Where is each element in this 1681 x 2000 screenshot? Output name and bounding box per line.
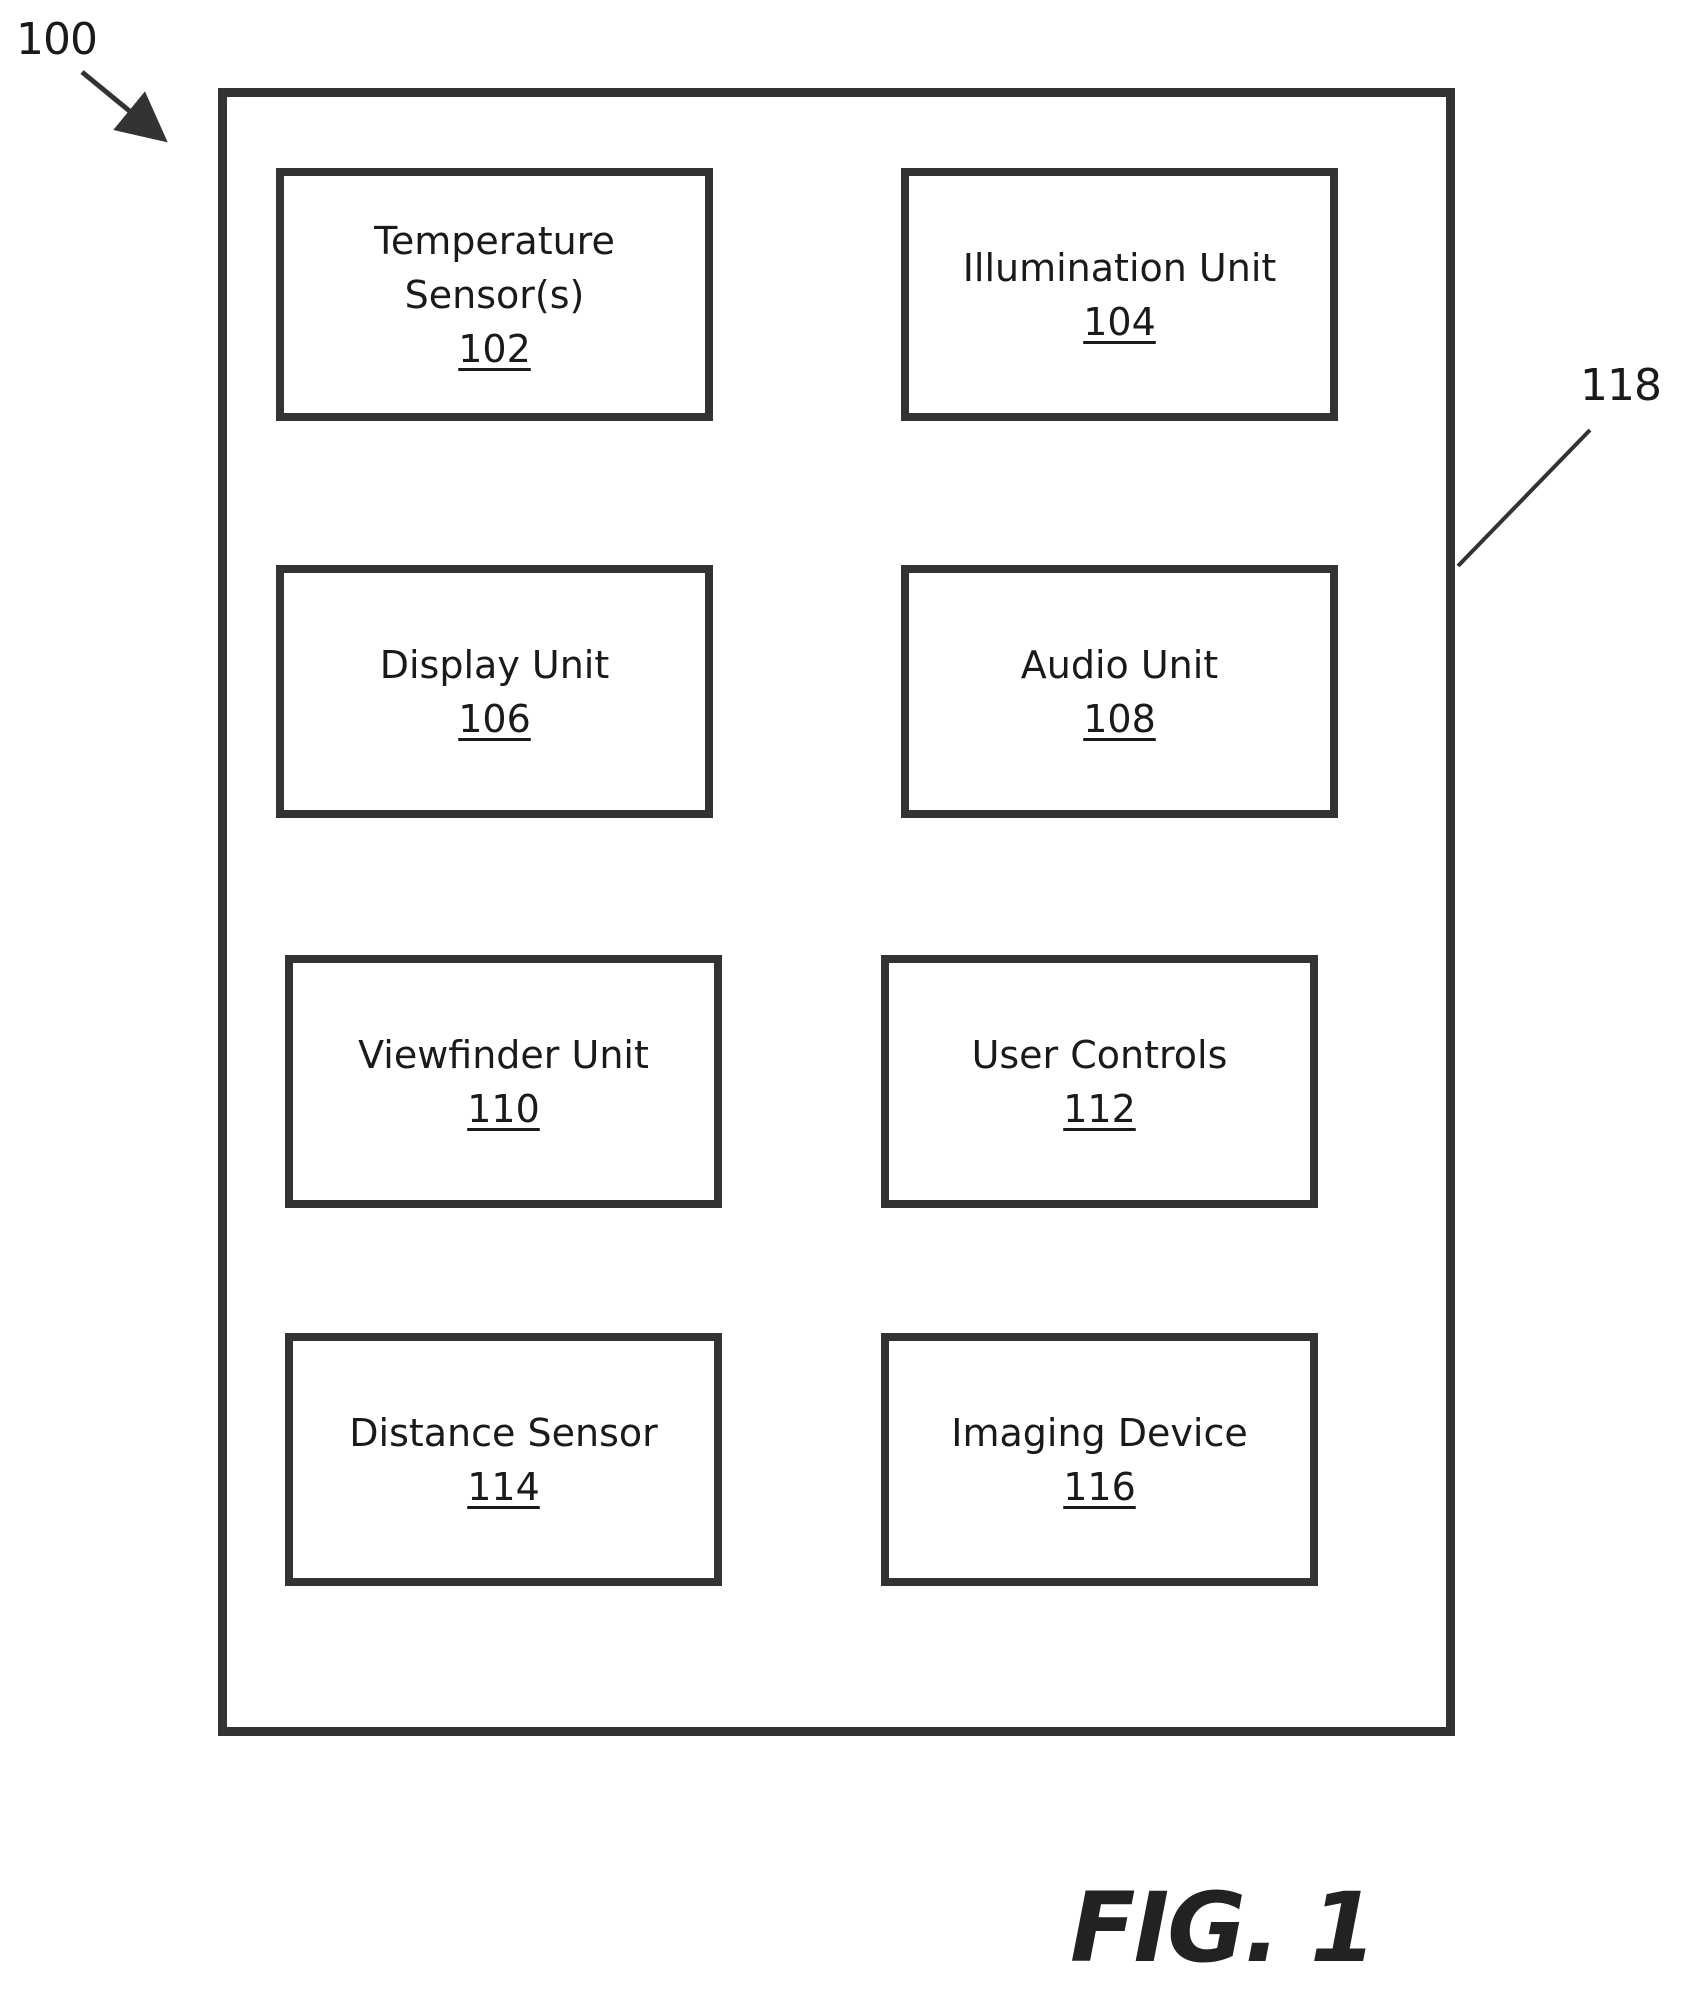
- block-number: 114: [467, 1460, 540, 1514]
- block-label: Imaging Device: [951, 1406, 1247, 1460]
- housing-leader-line: [1458, 430, 1590, 566]
- imaging-device-block: Imaging Device 116: [881, 1333, 1318, 1586]
- block-label: Viewfinder Unit: [358, 1028, 649, 1082]
- illumination-unit-block: Illumination Unit 104: [901, 168, 1338, 421]
- display-unit-block: Display Unit 106: [276, 565, 713, 818]
- audio-unit-block: Audio Unit 108: [901, 565, 1338, 818]
- block-label: Illumination Unit: [963, 241, 1277, 295]
- user-controls-block: User Controls 112: [881, 955, 1318, 1208]
- block-number: 110: [467, 1082, 540, 1136]
- viewfinder-unit-block: Viewfinder Unit 110: [285, 955, 722, 1208]
- block-number: 112: [1063, 1082, 1136, 1136]
- device-arrow: [82, 72, 160, 136]
- housing-reference-numeral: 118: [1580, 364, 1661, 408]
- block-label: Audio Unit: [1021, 638, 1218, 692]
- block-number: 102: [458, 322, 531, 376]
- distance-sensor-block: Distance Sensor 114: [285, 1333, 722, 1586]
- block-number: 116: [1063, 1460, 1136, 1514]
- block-label: Temperature Sensor(s): [345, 214, 645, 322]
- block-number: 106: [458, 692, 531, 746]
- block-number: 108: [1083, 692, 1156, 746]
- block-label: User Controls: [972, 1028, 1228, 1082]
- temperature-sensor-block: Temperature Sensor(s) 102: [276, 168, 713, 421]
- block-label: Display Unit: [380, 638, 610, 692]
- figure-caption: FIG. 1: [1070, 1880, 1375, 1976]
- block-number: 104: [1083, 295, 1156, 349]
- device-reference-numeral: 100: [16, 18, 97, 62]
- block-label: Distance Sensor: [349, 1406, 658, 1460]
